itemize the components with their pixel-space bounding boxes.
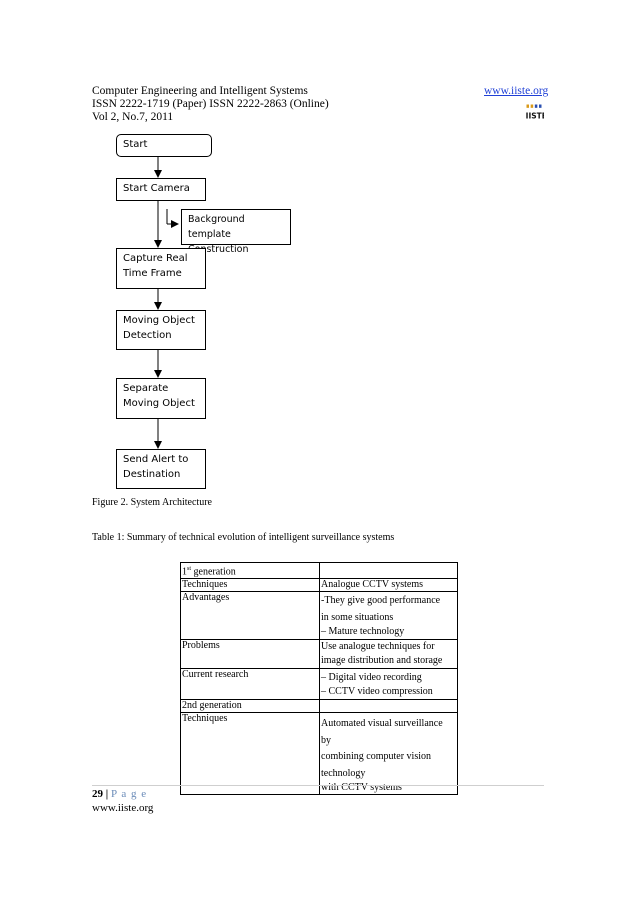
flow-start-camera-label: Start Camera — [123, 183, 190, 194]
surveillance-table: 1st generation Techniques Analogue CCTV … — [180, 561, 458, 796]
flow-separate-label-1: Separate — [123, 383, 169, 394]
gen1-header-cell: 1st generation — [180, 561, 320, 580]
table-row: 1st generation — [180, 561, 458, 580]
issn-line: ISSN 2222-1719 (Paper) ISSN 2222-2863 (O… — [92, 98, 329, 110]
flow-background-label-2: Construction — [188, 244, 249, 255]
flow-capture-label-1: Capture Real — [123, 253, 188, 264]
footer-website: www.iiste.org — [92, 802, 154, 814]
journal-title: Computer Engineering and Intelligent Sys… — [92, 85, 308, 97]
header-website-link[interactable]: www.iiste.org — [484, 85, 549, 97]
gen1-empty-cell — [319, 561, 458, 580]
table-cell-value: -They give good performance in some situ… — [319, 591, 458, 641]
footer-rule — [92, 785, 544, 786]
volume-line: Vol 2, No.7, 2011 — [92, 111, 174, 123]
table-cell-label: Techniques — [180, 712, 320, 796]
table-cell-label: Advantages — [180, 591, 320, 641]
table-cell-label: Current research — [180, 668, 320, 701]
flow-alert-label-2: Destination — [123, 469, 181, 480]
table-cell-label: Techniques — [180, 578, 320, 593]
table-row: Advantages -They give good performance i… — [180, 591, 458, 641]
flow-start-camera-box: Start Camera — [116, 178, 206, 201]
table-row: 2nd generation — [180, 699, 458, 714]
flow-start-box: Start — [116, 134, 212, 157]
table-row: Current research – Digital video recordi… — [180, 668, 458, 701]
flow-alert-label-1: Send Alert to — [123, 454, 189, 465]
table-cell-value: Use analogue techniques for image distri… — [319, 639, 458, 670]
gen2-header-cell: 2nd generation — [180, 699, 320, 714]
figure-caption: Figure 2. System Architecture — [92, 497, 212, 508]
table-cell-label: Problems — [180, 639, 320, 670]
table-cell-value: Analogue CCTV systems — [319, 578, 458, 593]
page-label: P a g e — [110, 788, 148, 800]
flow-capture-box: Capture Real Time Frame — [116, 248, 206, 289]
table-cell-value: Automated visual surveillance by combini… — [319, 712, 458, 796]
page-footer: 29 | P a g e — [92, 788, 147, 800]
svg-text:IISTE: IISTE — [526, 112, 544, 121]
flow-separate-label-2: Moving Object — [123, 398, 195, 409]
flow-start-label: Start — [123, 139, 148, 150]
table-row: Problems Use analogue techniques for ima… — [180, 639, 458, 670]
flow-detection-box: Moving Object Detection — [116, 310, 206, 350]
flow-alert-box: Send Alert to Destination — [116, 449, 206, 489]
flow-detection-label-2: Detection — [123, 330, 172, 341]
table-cell-value: – Digital video recording – CCTV video c… — [319, 668, 458, 701]
table-row: Techniques Analogue CCTV systems — [180, 578, 458, 593]
flow-detection-label-1: Moving Object — [123, 315, 195, 326]
page-separator: | — [103, 788, 111, 800]
table-row: Techniques Automated visual surveillance… — [180, 712, 458, 796]
gen2-empty-cell — [319, 699, 458, 714]
flow-separate-box: Separate Moving Object — [116, 378, 206, 419]
table-caption: Table 1: Summary of technical evolution … — [92, 532, 395, 543]
flow-background-label-1: Background template — [188, 214, 245, 240]
flow-background-box: Background template Construction — [181, 209, 291, 255]
flow-capture-label-2: Time Frame — [123, 268, 182, 279]
page-number: 29 — [92, 788, 103, 800]
iiste-logo: IISTE — [524, 102, 547, 127]
